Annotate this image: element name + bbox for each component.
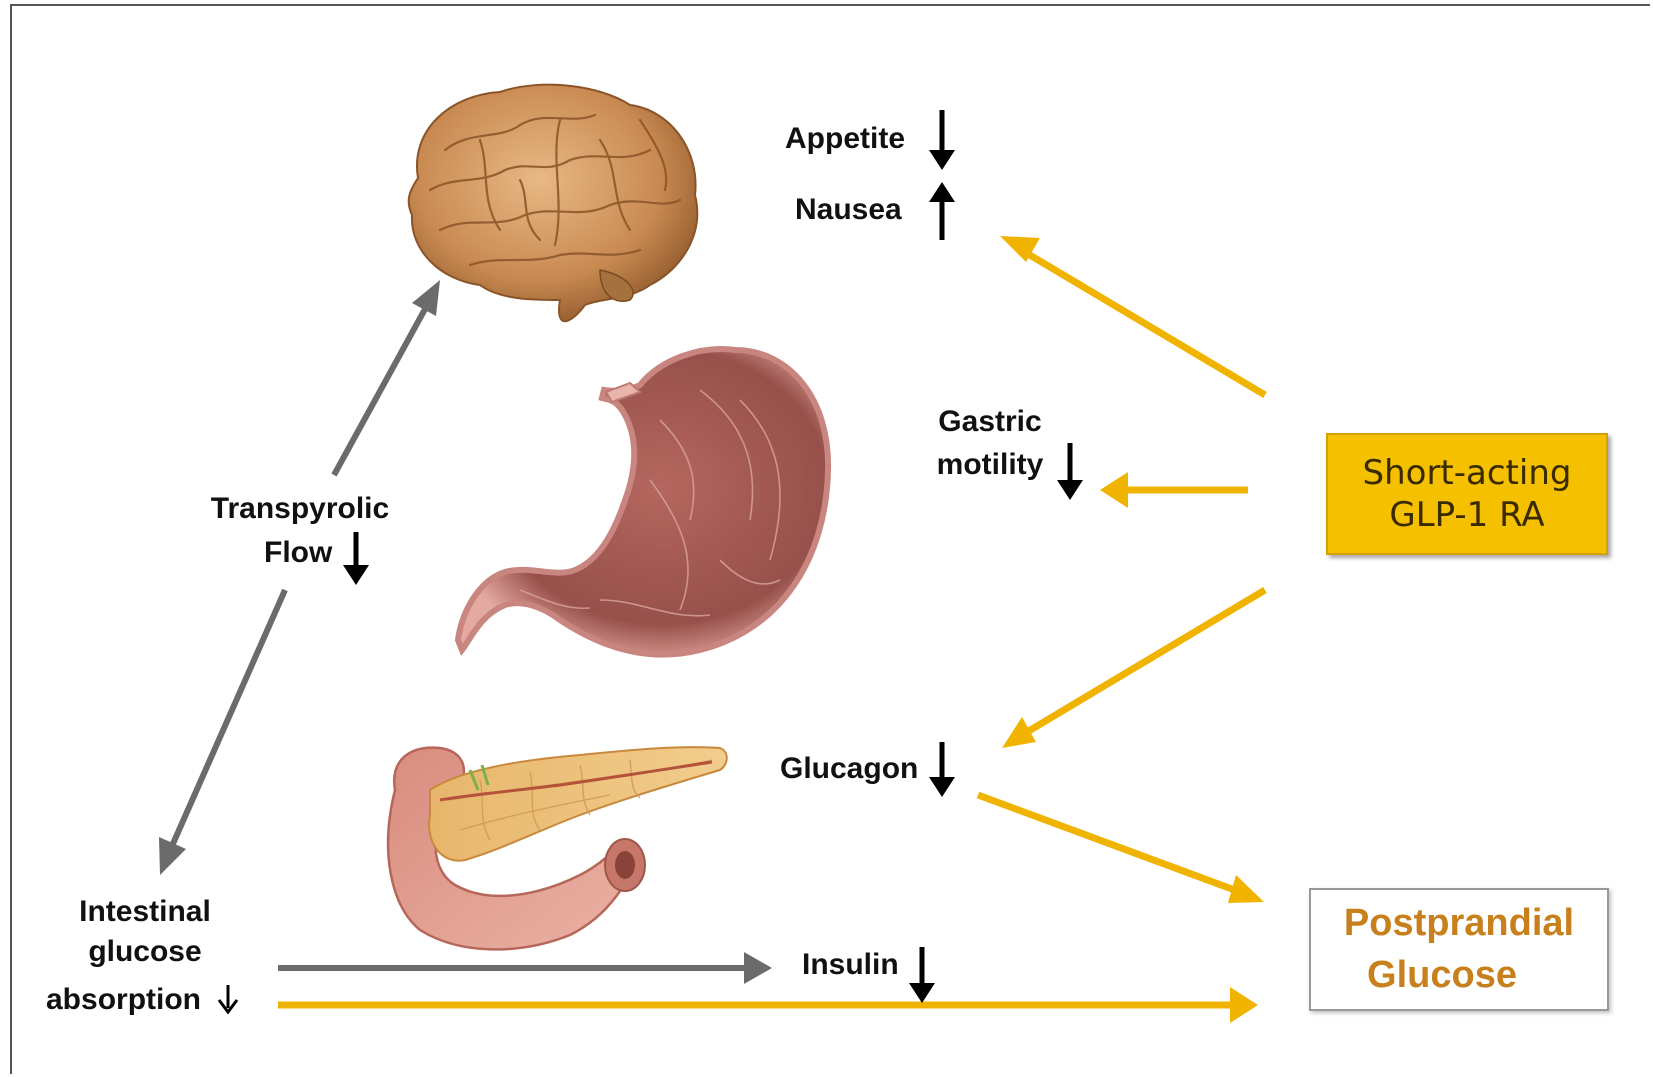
postprandial-glucose-box: Postprandial Glucose	[1309, 888, 1609, 1011]
nausea-label: Nausea	[795, 193, 902, 228]
transpyrolic-label-line1: Transpyrolic	[200, 492, 400, 527]
appetite-label: Appetite	[785, 122, 905, 157]
transpyrolic-label-line2: Flow	[264, 536, 332, 571]
glp1-ra-box: Short-acting GLP-1 RA	[1326, 433, 1608, 555]
nausea-up-arrow	[929, 182, 955, 240]
transpyrolic-down-small-arrow	[343, 532, 369, 585]
outcome-box-line2: Glucose	[1367, 954, 1517, 996]
absorption-to-outcome-arrow	[278, 987, 1258, 1023]
gastric-motility-down-arrow	[1057, 443, 1083, 500]
intestinal-label-line1: Intestinal	[55, 895, 235, 930]
glp1-box-line2: GLP-1 RA	[1389, 495, 1544, 535]
pancreas-illustration	[388, 747, 727, 949]
absorption-down-arrow	[219, 985, 237, 1012]
glucagon-label: Glucagon	[780, 752, 918, 787]
glp1-box-line1: Short-acting	[1363, 453, 1572, 493]
glucagon-down-arrow	[929, 742, 955, 797]
glp1-to-gastric-arrow	[1100, 472, 1248, 508]
glucagon-to-outcome-arrow	[978, 795, 1264, 903]
outcome-box-line1: Postprandial	[1344, 902, 1574, 944]
insulin-label: Insulin	[802, 948, 899, 983]
glp1-to-glucagon-arrow	[1002, 590, 1265, 748]
insulin-down-arrow	[909, 947, 935, 1003]
gastric-label-line1: Gastric	[925, 405, 1055, 440]
intestinal-label-line3: absorption	[46, 983, 201, 1018]
appetite-down-arrow	[929, 110, 955, 170]
transpyrolic-down-arrow	[159, 590, 285, 875]
stomach-illustration	[458, 349, 828, 655]
transpyrolic-up-arrow	[334, 280, 440, 475]
intestinal-label-line2: glucose	[55, 935, 235, 970]
brain-illustration	[409, 85, 698, 322]
absorption-to-insulin-arrow	[278, 952, 772, 984]
glp1-to-nausea-arrow	[1000, 236, 1265, 395]
gastric-label-line2: motility	[925, 448, 1055, 483]
